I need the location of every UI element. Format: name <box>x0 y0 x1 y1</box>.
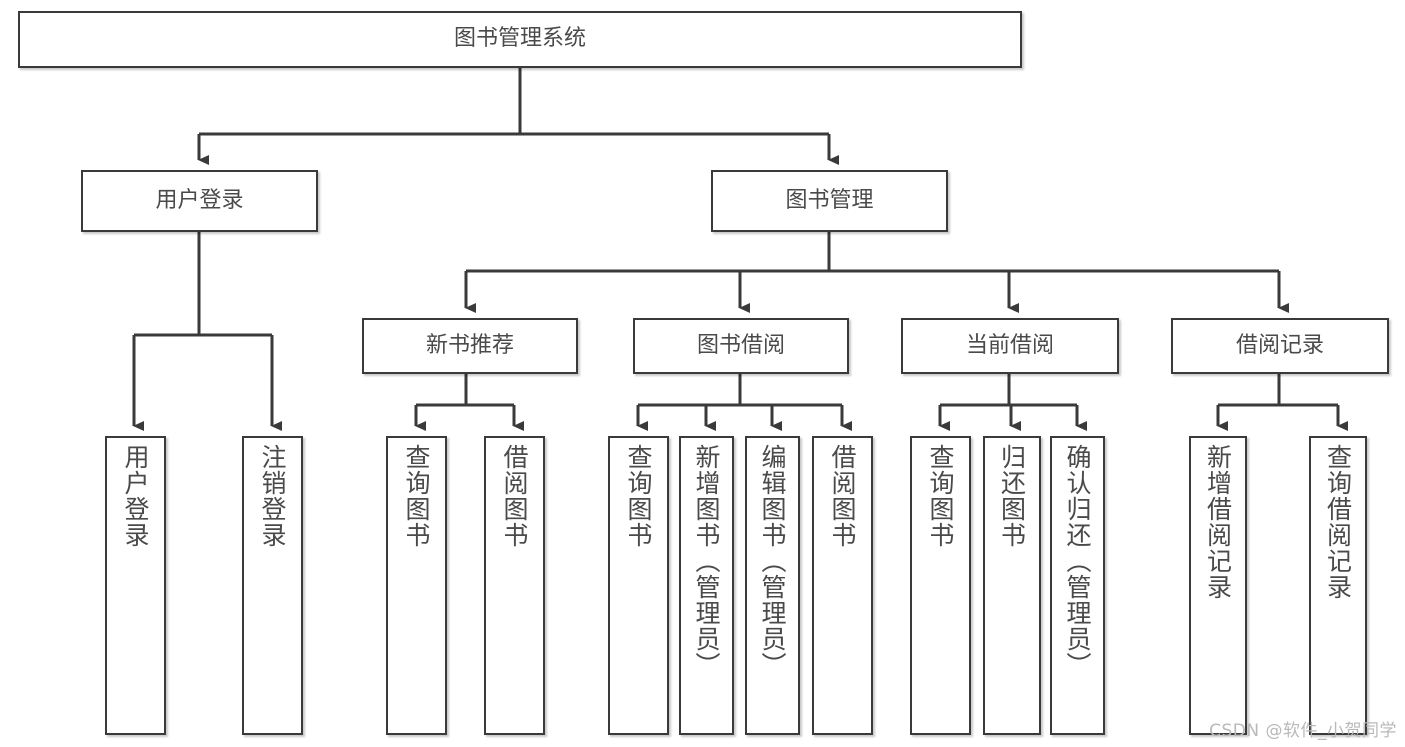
node-level3-new-book-recommend[interactable]: 新书推荐 <box>362 318 578 374</box>
node-leaf-add-borrow-record[interactable]: 新增借阅记录 <box>1189 436 1247 735</box>
node-level3-new-book-recommend-label: 新书推荐 <box>425 332 514 358</box>
node-level2-user-login-label: 用户登录 <box>155 187 244 213</box>
node-leaf-user-login-label: 用户登录 <box>121 444 150 548</box>
node-leaf-add-borrow-record-label: 新增借阅记录 <box>1203 444 1233 600</box>
node-leaf-confirm-return-admin-label: 确认归还（管理员） <box>1063 444 1092 678</box>
edge-new-book-to-leaves <box>414 374 524 431</box>
node-level3-borrow-record[interactable]: 借阅记录 <box>1171 318 1389 374</box>
edge-current-to-leaves <box>938 374 1087 431</box>
node-level2-book-management-label: 图书管理 <box>785 187 874 213</box>
node-leaf-logout[interactable]: 注销登录 <box>242 436 303 735</box>
node-leaf-query-book-recommend-label: 查询图书 <box>402 444 431 548</box>
node-leaf-return-book-label: 归还图书 <box>997 444 1027 548</box>
node-leaf-query-borrow-record[interactable]: 查询借阅记录 <box>1309 436 1367 735</box>
node-root-label: 图书管理系统 <box>453 26 586 52</box>
node-leaf-borrow-book-recommend-label: 借阅图书 <box>500 444 529 548</box>
node-leaf-add-book-admin[interactable]: 新增图书（管理员） <box>679 436 734 735</box>
edge-user-login-to-leaves <box>132 232 282 431</box>
edge-record-to-leaves <box>1216 374 1348 431</box>
node-level2-book-management[interactable]: 图书管理 <box>711 170 948 232</box>
node-root[interactable]: 图书管理系统 <box>18 11 1022 68</box>
node-leaf-edit-book-admin[interactable]: 编辑图书（管理员） <box>745 436 800 735</box>
node-leaf-query-book-borrow-label: 查询图书 <box>624 444 653 548</box>
node-leaf-logout-label: 注销登录 <box>258 444 287 548</box>
node-level2-user-login[interactable]: 用户登录 <box>81 170 318 232</box>
edge-borrow-to-leaves <box>636 374 852 431</box>
csdn-watermark: CSDN @软件_小贺同学 <box>1209 721 1397 741</box>
node-level3-current-borrow-label: 当前借阅 <box>965 332 1054 358</box>
node-leaf-add-book-admin-label: 新增图书（管理员） <box>692 444 721 678</box>
node-leaf-query-book-current-label: 查询图书 <box>926 444 955 548</box>
edge-book-mgmt-to-level3 <box>464 232 1289 313</box>
node-leaf-borrow-book[interactable]: 借阅图书 <box>812 436 873 735</box>
node-leaf-query-book-recommend[interactable]: 查询图书 <box>386 436 447 735</box>
edge-root-to-level2 <box>197 68 839 165</box>
node-leaf-query-book-current[interactable]: 查询图书 <box>910 436 971 735</box>
node-leaf-user-login[interactable]: 用户登录 <box>105 436 166 735</box>
node-leaf-confirm-return-admin[interactable]: 确认归还（管理员） <box>1050 436 1105 735</box>
node-leaf-query-book-borrow[interactable]: 查询图书 <box>608 436 669 735</box>
node-leaf-borrow-book-label: 借阅图书 <box>828 444 857 548</box>
node-level3-book-borrow-label: 图书借阅 <box>696 332 785 358</box>
node-leaf-query-borrow-record-label: 查询借阅记录 <box>1323 444 1353 600</box>
node-leaf-borrow-book-recommend[interactable]: 借阅图书 <box>484 436 545 735</box>
node-level3-borrow-record-label: 借阅记录 <box>1235 332 1324 358</box>
node-level3-book-borrow[interactable]: 图书借阅 <box>633 318 849 374</box>
node-level3-current-borrow[interactable]: 当前借阅 <box>901 318 1119 374</box>
node-leaf-return-book[interactable]: 归还图书 <box>983 436 1041 735</box>
node-leaf-edit-book-admin-label: 编辑图书（管理员） <box>758 444 787 678</box>
